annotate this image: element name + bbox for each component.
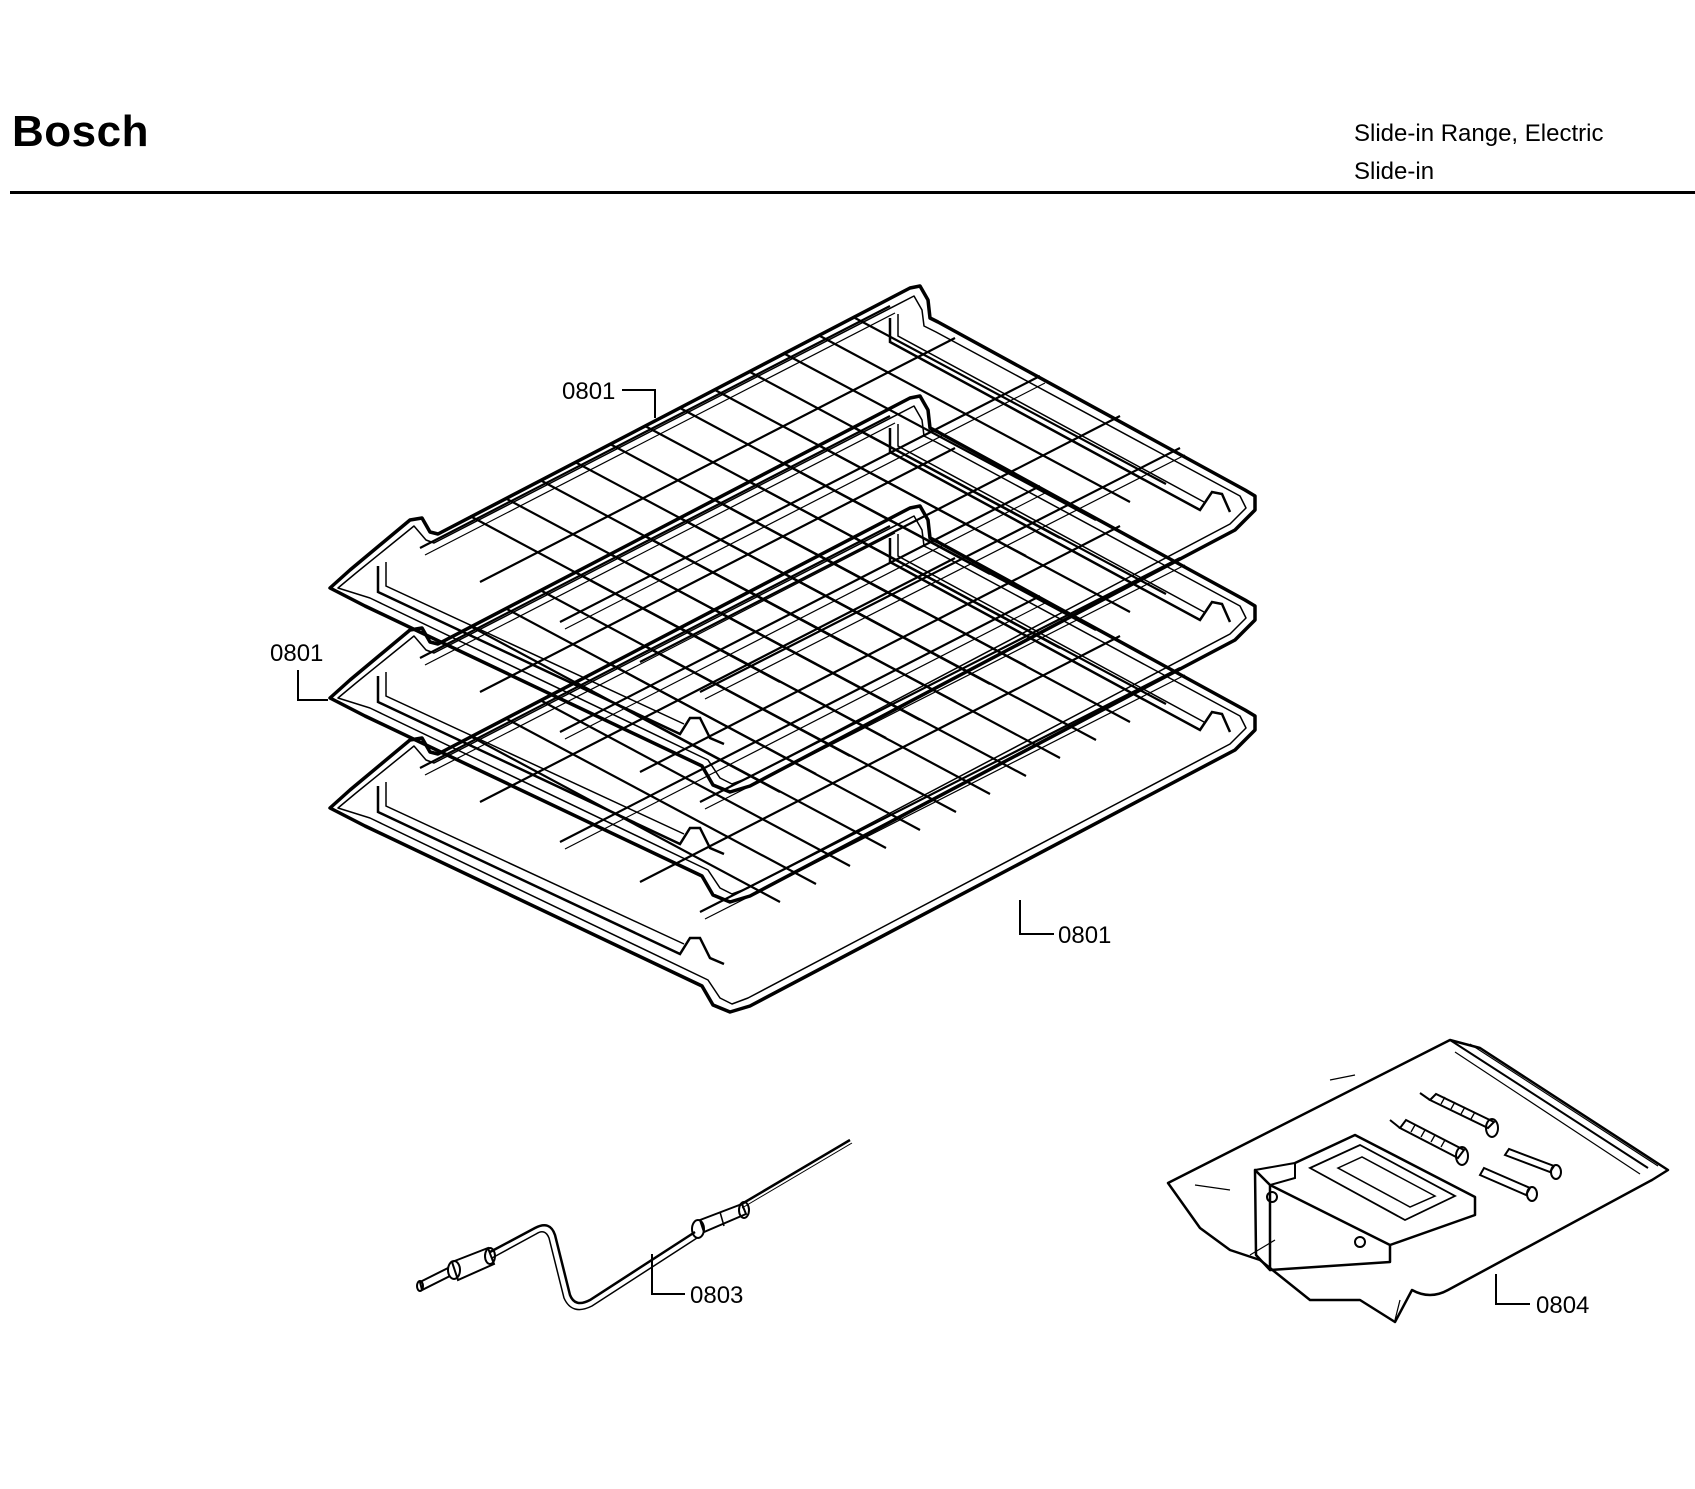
meat-probe-drawing [416, 1138, 853, 1311]
product-line-1: Slide-in Range, Electric [1354, 120, 1604, 147]
anti-tip-kit-drawing [1166, 1038, 1670, 1324]
rack-bottom [328, 504, 1257, 1014]
callout-rack-top: 0801 [562, 378, 615, 405]
product-line-2: Slide-in [1354, 158, 1435, 185]
brand-title: Bosch [12, 107, 149, 156]
header-divider [10, 191, 1695, 194]
callout-rack-bottom: 0801 [1058, 922, 1111, 949]
callout-probe: 0803 [690, 1282, 743, 1309]
callout-rack-middle: 0801 [270, 640, 323, 667]
callout-kit: 0804 [1536, 1292, 1589, 1319]
product-info: Slide-in Range, Electric Slide-in [1354, 115, 1603, 191]
callout-leaders [297, 389, 1530, 1305]
